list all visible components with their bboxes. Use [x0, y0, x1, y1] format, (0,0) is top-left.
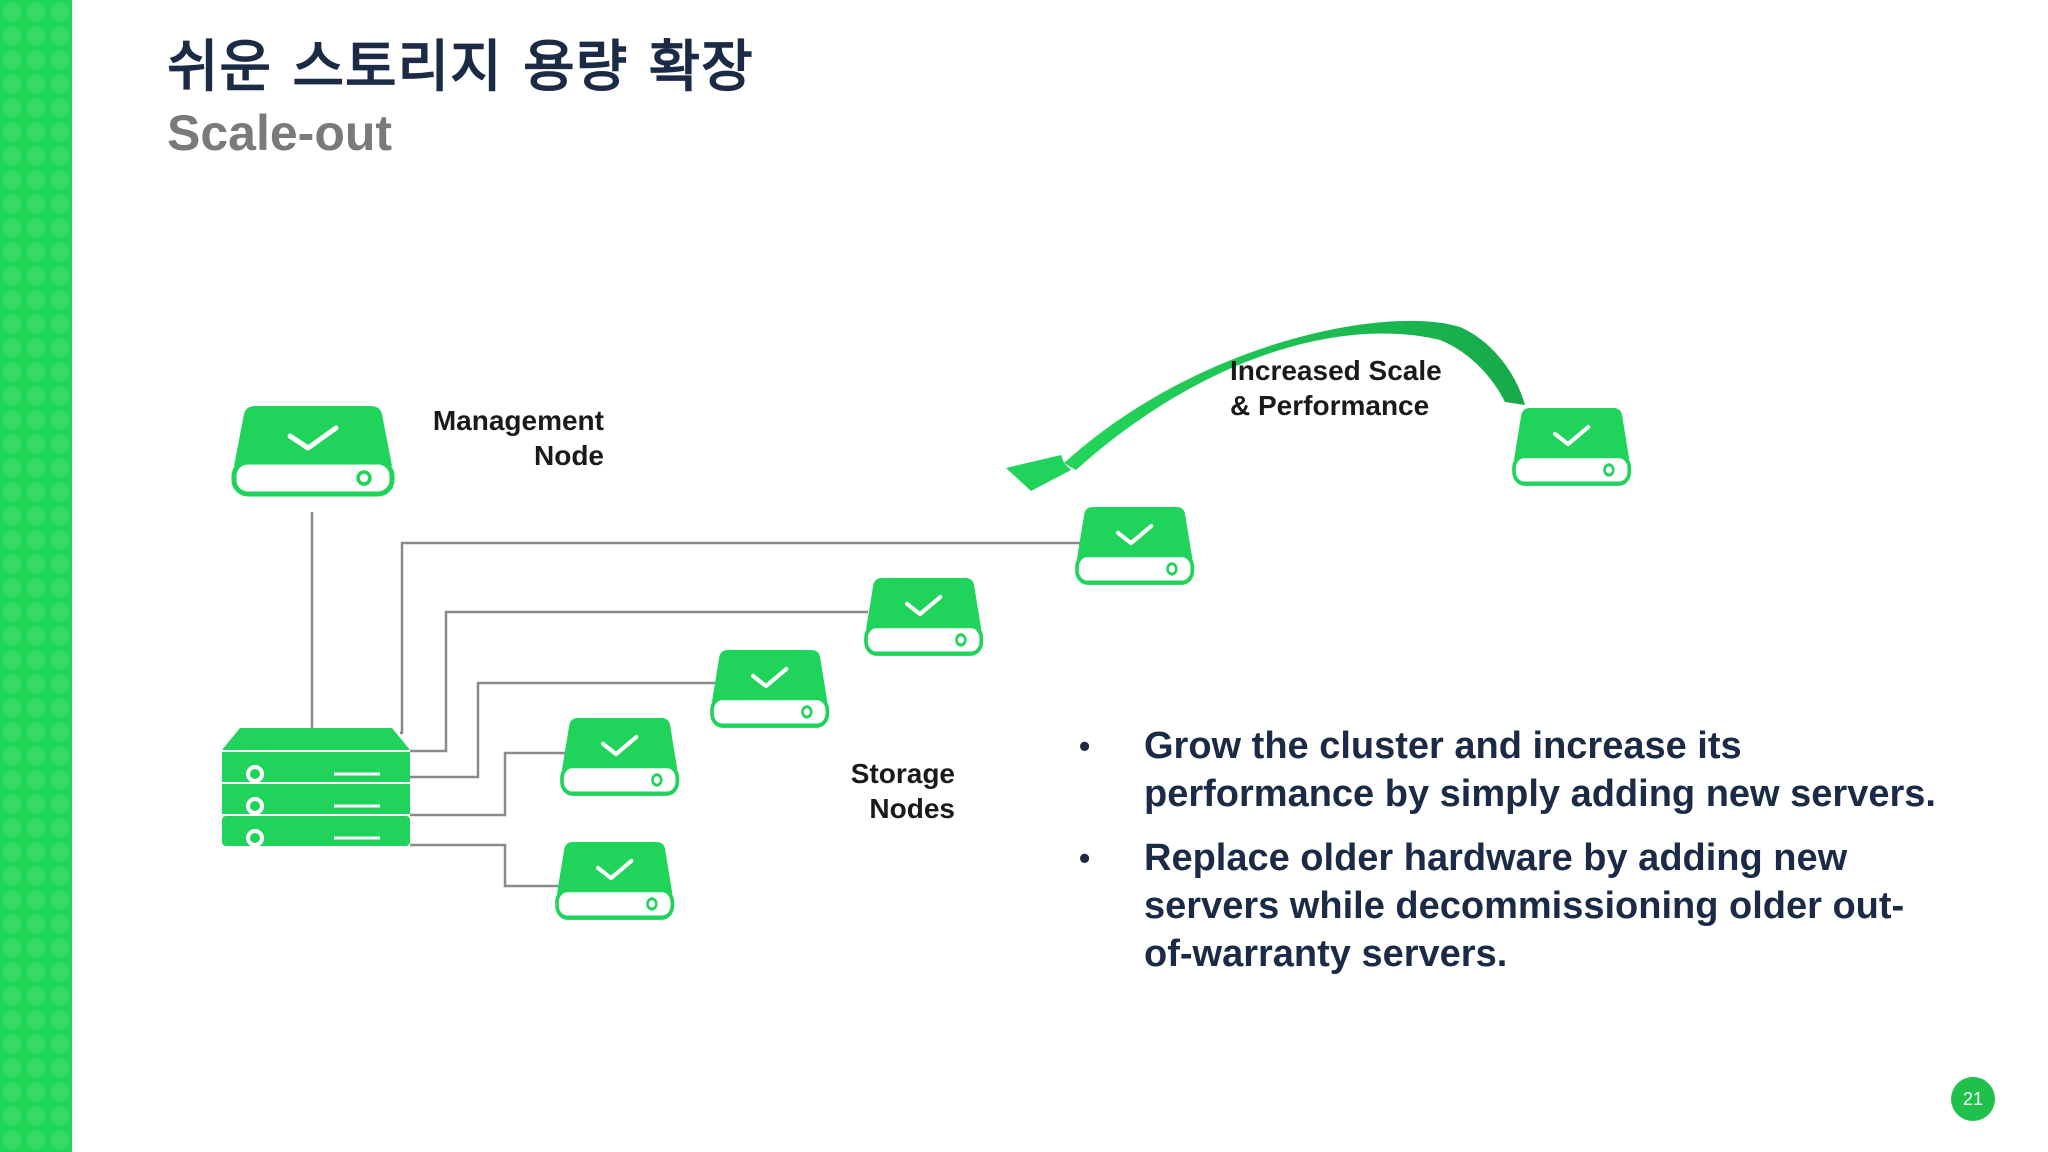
bullet-list: • Grow the cluster and increase its perf… — [1075, 722, 2015, 994]
management-node-label-line-1: Management — [432, 405, 604, 436]
bullet-2-line-2: servers while decommissioning older out- — [1144, 885, 1905, 927]
bullet-1-line-2: performance by simply adding new servers… — [1144, 773, 1936, 815]
slide-subtitle: Scale-out — [167, 105, 393, 161]
management-node-label: Management Node — [420, 403, 604, 473]
storage-nodes-label: Storage Nodes — [820, 756, 955, 826]
storage-nodes-label-line-2: Nodes — [869, 793, 955, 824]
storage-node-drive-icon-1 — [1077, 507, 1192, 583]
bullet-2-line-1: Replace older hardware by adding new — [1144, 837, 1848, 879]
bullet-item-replace-hardware: • Replace older hardware by adding new s… — [1075, 834, 2015, 978]
increased-scale-label: Increased Scale & Performance — [1230, 353, 1470, 423]
management-node-label-line-2: Node — [534, 440, 604, 471]
storage-node-drive-icon-2 — [866, 578, 981, 654]
rack-server-icon — [222, 728, 410, 847]
connector-storage-1 — [400, 541, 1085, 735]
storage-node-drive-icon-4 — [562, 718, 677, 794]
bullet-1-line-1: Grow the cluster and increase its — [1144, 725, 1742, 767]
connector-storage-2 — [410, 610, 868, 753]
bullet-2-line-3: of-warranty servers. — [1144, 933, 1508, 975]
left-accent-bar — [0, 0, 72, 1152]
management-node-drive-icon — [234, 406, 392, 494]
connector-storage-5 — [410, 843, 560, 888]
page-number-badge: 21 — [1951, 1077, 1995, 1121]
increased-scale-label-line-1: Increased Scale — [1230, 355, 1442, 386]
bullet-dot-icon: • — [1079, 728, 1091, 764]
bullet-item-grow-cluster: • Grow the cluster and increase its perf… — [1075, 722, 2015, 818]
connector-storage-3 — [410, 681, 716, 779]
slide-title: 쉬운 스토리지 용량 확장 — [167, 35, 754, 100]
increased-scale-label-line-2: & Performance — [1230, 390, 1430, 421]
storage-nodes-label-line-1: Storage — [850, 758, 955, 789]
connector-lines — [310, 512, 1085, 888]
curved-arrow-icon — [1006, 320, 1525, 491]
storage-node-drive-icon-3 — [712, 650, 827, 726]
new-server-drive-icon — [1514, 408, 1629, 484]
connector-storage-4 — [410, 751, 565, 817]
storage-node-drive-icon-5 — [557, 842, 672, 918]
bullet-dot-icon: • — [1079, 840, 1091, 876]
